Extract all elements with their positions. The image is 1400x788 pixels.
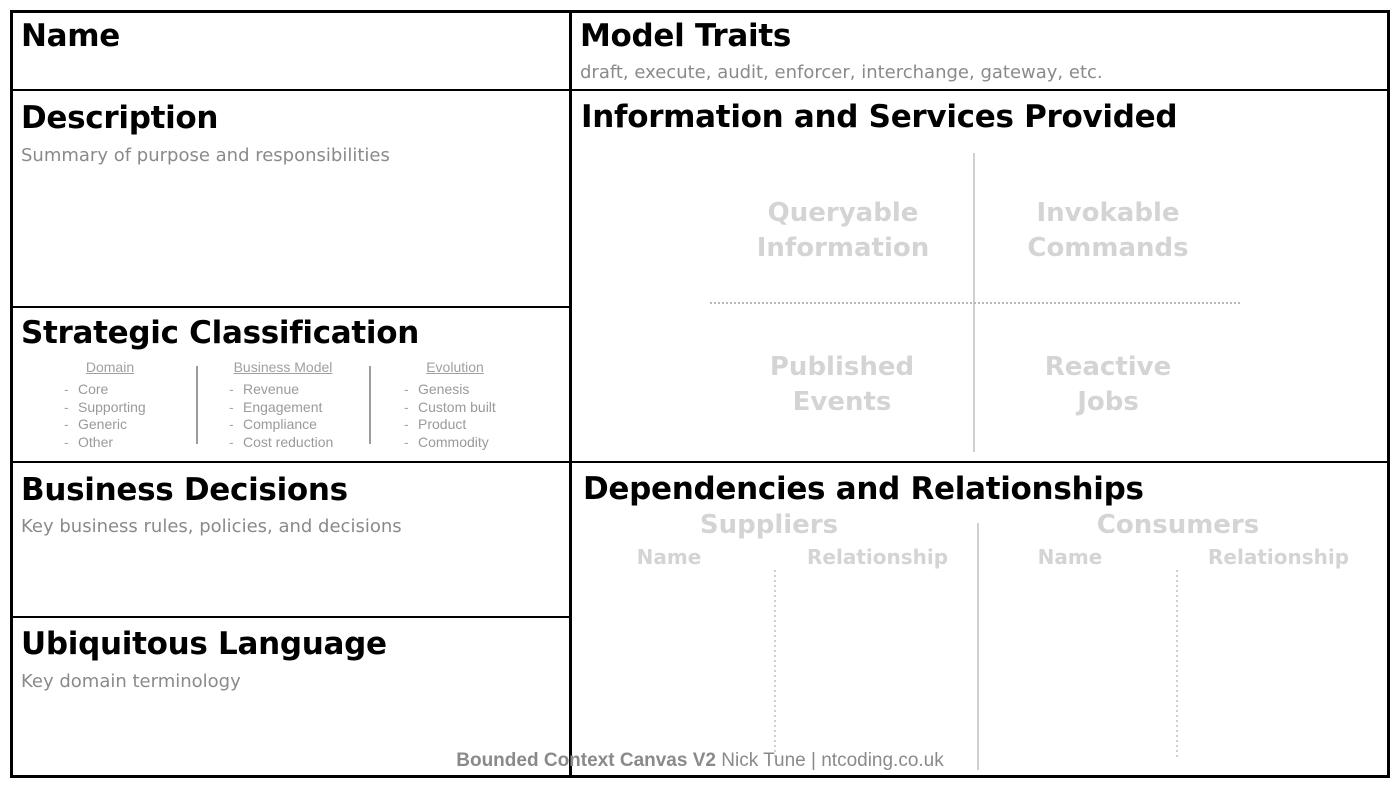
list-item: Commodity: [404, 434, 506, 452]
list-item: Engagement: [229, 399, 337, 417]
dependencies-title: Dependencies and Relationships: [583, 471, 1144, 507]
list-item: Genesis: [404, 381, 506, 399]
description-title: Description: [21, 100, 219, 136]
list-item: Compliance: [229, 416, 337, 434]
reactive-line: Reactive: [1044, 352, 1172, 382]
info-services-title: Information and Services Provided: [581, 99, 1178, 135]
events-line: Events: [792, 387, 892, 417]
canvas-footer: Bounded Context Canvas V2 Nick Tune | nt…: [0, 750, 1400, 772]
strategic-separator: [369, 366, 371, 444]
strategic-business-model-column: Business Model Revenue Engagement Compli…: [229, 359, 337, 451]
list-item: Custom built: [404, 399, 506, 417]
invokable-commands-label: Invokable Commands: [988, 196, 1228, 266]
strategic-business-model-heading: Business Model: [233, 359, 333, 375]
business-decisions-title: Business Decisions: [21, 472, 348, 508]
center-divider: [569, 10, 572, 778]
consumers-relationship-col: Relationship: [1208, 545, 1350, 569]
invokable-line: Invokable: [1036, 198, 1180, 228]
list-item: Supporting: [64, 399, 156, 417]
jobs-line: Jobs: [1077, 387, 1139, 417]
list-item: Cost reduction: [229, 434, 337, 452]
list-item: Other: [64, 434, 156, 452]
list-item: Generic: [64, 416, 156, 434]
ubiquitous-language-subtitle: Key domain terminology: [21, 671, 241, 692]
description-subtitle: Summary of purpose and responsibilities: [21, 145, 390, 166]
business-decisions-subtitle: Key business rules, policies, and decisi…: [21, 516, 402, 537]
commands-line: Commands: [1027, 233, 1189, 263]
strategic-separator: [196, 366, 198, 444]
queryable-information-label: Queryable Information: [723, 196, 963, 266]
suppliers-relationship-col: Relationship: [807, 545, 949, 569]
consumers-label: Consumers: [1096, 510, 1260, 540]
list-item: Product: [404, 416, 506, 434]
footer-credit: Nick Tune | ntcoding.co.uk: [715, 750, 944, 771]
ubiquitous-language-title: Ubiquitous Language: [21, 626, 387, 662]
divider-business-decisions: [10, 616, 571, 618]
list-item: Revenue: [229, 381, 337, 399]
consumers-name-col: Name: [1037, 545, 1103, 569]
strategic-classification-title: Strategic Classification: [21, 315, 420, 351]
strategic-evolution-heading: Evolution: [426, 359, 484, 375]
footer-title: Bounded Context Canvas V2: [456, 750, 716, 771]
name-title: Name: [21, 18, 120, 54]
model-traits-title: Model Traits: [580, 18, 792, 54]
divider-strategic: [10, 461, 1390, 463]
queryable-line: Queryable: [767, 198, 919, 228]
published-events-label: Published Events: [722, 350, 962, 420]
list-item: Core: [64, 381, 156, 399]
canvas-frame: [10, 10, 1390, 778]
model-traits-subtitle: draft, execute, audit, enforcer, interch…: [580, 62, 1103, 83]
strategic-domain-column: Domain Core Supporting Generic Other: [64, 359, 156, 451]
information-line: Information: [756, 233, 930, 263]
divider-description: [10, 306, 571, 308]
strategic-domain-heading: Domain: [85, 359, 135, 375]
suppliers-label: Suppliers: [699, 510, 839, 540]
published-line: Published: [769, 352, 915, 382]
divider-name: [10, 89, 1390, 91]
strategic-evolution-column: Evolution Genesis Custom built Product C…: [404, 359, 506, 451]
reactive-jobs-label: Reactive Jobs: [988, 350, 1228, 420]
suppliers-name-col: Name: [636, 545, 702, 569]
